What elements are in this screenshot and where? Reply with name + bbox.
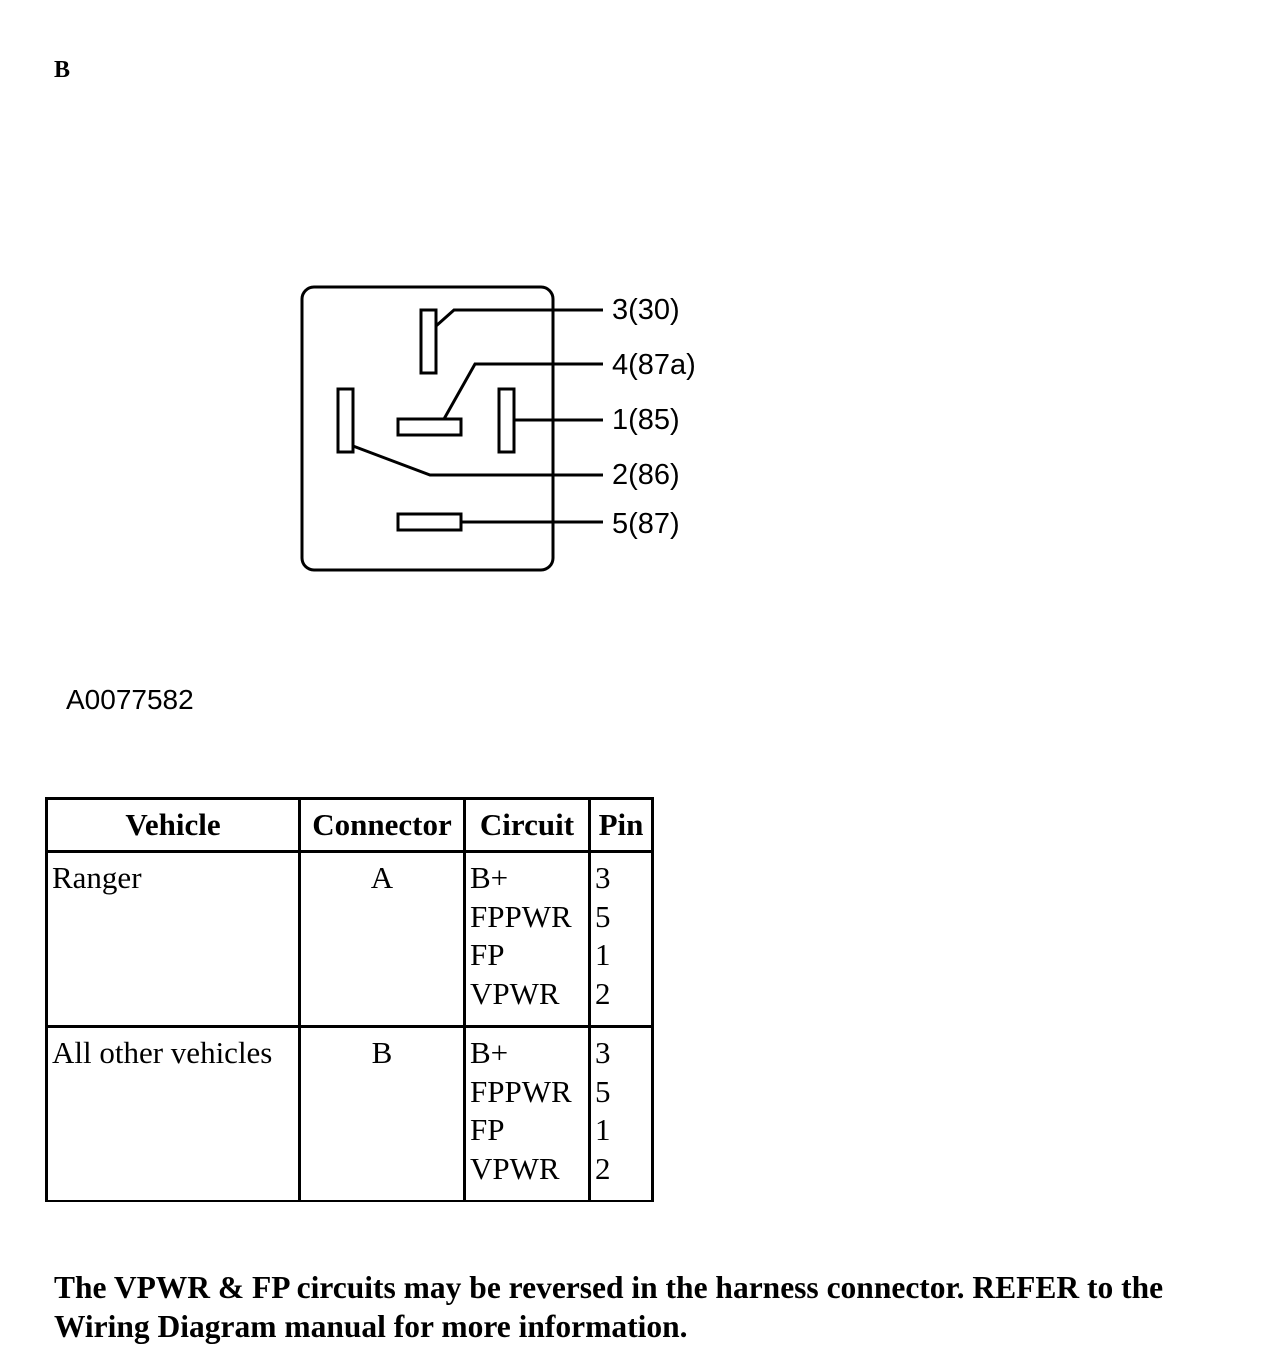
pin-value: 1 (595, 937, 611, 972)
pin-value: 1 (595, 1112, 611, 1147)
circuit-value: FP (470, 937, 505, 972)
terminal-4-blade (396, 417, 463, 437)
table-row: All other vehicles B B+ FPPWR FP VPWR 3 … (45, 1025, 654, 1202)
terminal-3-blade (419, 308, 438, 375)
pin-label-2: 2(86) (612, 459, 680, 491)
circuit-value: B+ (470, 860, 509, 895)
header-vehicle: Vehicle (45, 797, 301, 853)
connector-cell: B (298, 1025, 466, 1202)
leader-line-pin-4 (442, 362, 603, 420)
table-header-row: Vehicle Connector Circuit Pin (45, 797, 654, 853)
circuit-cell: B+ FPPWR FP VPWR (463, 1025, 591, 1202)
pin-value: 3 (595, 860, 611, 895)
pin-value: 2 (595, 975, 611, 1011)
pin-label-3: 3(30) (612, 294, 680, 326)
header-circuit: Circuit (463, 797, 591, 853)
leader-line-pin-2 (352, 444, 603, 477)
circuit-value: B+ (470, 1035, 509, 1070)
vehicle-cell: Ranger (45, 850, 301, 1028)
pin-value: 5 (595, 1073, 611, 1109)
pin-table: Vehicle Connector Circuit Pin Ranger A B… (45, 797, 654, 1202)
note-text: The VPWR & FP circuits may be reversed i… (54, 1268, 1254, 1346)
figure-id: A0077582 (66, 684, 194, 715)
pin-label-5: 5(87) (612, 508, 680, 540)
leader-line-pin-3 (435, 308, 603, 328)
terminal-2-blade (336, 387, 355, 454)
circuit-value: VPWR (470, 975, 560, 1011)
note-line-1: The VPWR & FP circuits may be reversed i… (54, 1270, 1164, 1305)
terminal-5-blade (396, 512, 463, 532)
terminal-1-blade (497, 387, 516, 454)
header-pin: Pin (588, 797, 654, 853)
circuit-value: FPPWR (470, 898, 572, 934)
pin-value: 5 (595, 898, 611, 934)
pin-label-4: 4(87a) (612, 349, 696, 381)
vehicle-cell: All other vehicles (45, 1025, 301, 1202)
section-letter: B (54, 57, 71, 83)
note-line-2: Wiring Diagram manual for more informati… (54, 1309, 688, 1344)
circuit-value: FP (470, 1112, 505, 1147)
pin-value: 2 (595, 1150, 611, 1186)
pin-label-1: 1(85) (612, 404, 680, 436)
pin-cell: 3 5 1 2 (588, 850, 654, 1028)
circuit-value: VPWR (470, 1150, 560, 1186)
circuit-value: FPPWR (470, 1073, 572, 1109)
relay-connector-diagram: 3(30) 4(87a) 1(85) 2(86) 5(87) (300, 285, 696, 572)
header-connector: Connector (298, 797, 466, 853)
pin-value: 3 (595, 1035, 611, 1070)
connector-cell: A (298, 850, 466, 1028)
relay-housing (300, 285, 555, 572)
pin-cell: 3 5 1 2 (588, 1025, 654, 1202)
table-row: Ranger A B+ FPPWR FP VPWR 3 5 1 2 (45, 850, 654, 1028)
circuit-cell: B+ FPPWR FP VPWR (463, 850, 591, 1028)
